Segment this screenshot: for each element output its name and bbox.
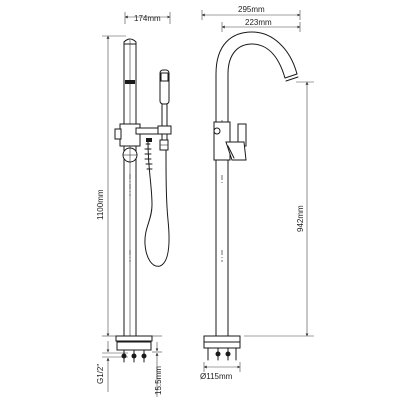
width-dimension-174: 174mm xyxy=(124,12,171,24)
faucet-column-front xyxy=(123,38,137,337)
mixer-body-front xyxy=(114,123,161,163)
width-label-174: 174mm xyxy=(134,14,161,23)
base-diameter-label: Ø115mm xyxy=(200,372,233,381)
inlet-dimensions: G1/2" 15.5mm xyxy=(96,335,163,397)
width-label-295: 295mm xyxy=(238,5,265,14)
side-elevation-view: 295mm 223mm 942mm xyxy=(200,5,314,381)
height-label-942: 942mm xyxy=(296,205,305,232)
height-dimension-1100: 1100mm xyxy=(96,35,126,337)
height-label-1100: 1100mm xyxy=(96,189,105,220)
faucet-column-side xyxy=(215,31,299,337)
hand-shower xyxy=(157,69,172,151)
width-label-223: 223mm xyxy=(245,18,272,27)
width-dimension-295: 295mm xyxy=(201,5,301,20)
shower-hose xyxy=(144,138,170,267)
base-plate-side: Ø115mm xyxy=(200,335,241,381)
mixer-body-side xyxy=(213,121,247,161)
base-plate-front xyxy=(115,335,153,363)
inlet-height-label: 15.5mm xyxy=(154,366,163,395)
height-dimension-942: 942mm xyxy=(244,81,314,337)
front-elevation-view: 174mm 1100mm G1/2" 15.5mm xyxy=(96,12,172,397)
width-dimension-223: 223mm xyxy=(221,18,301,32)
inlet-thread-label: G1/2" xyxy=(96,364,105,384)
